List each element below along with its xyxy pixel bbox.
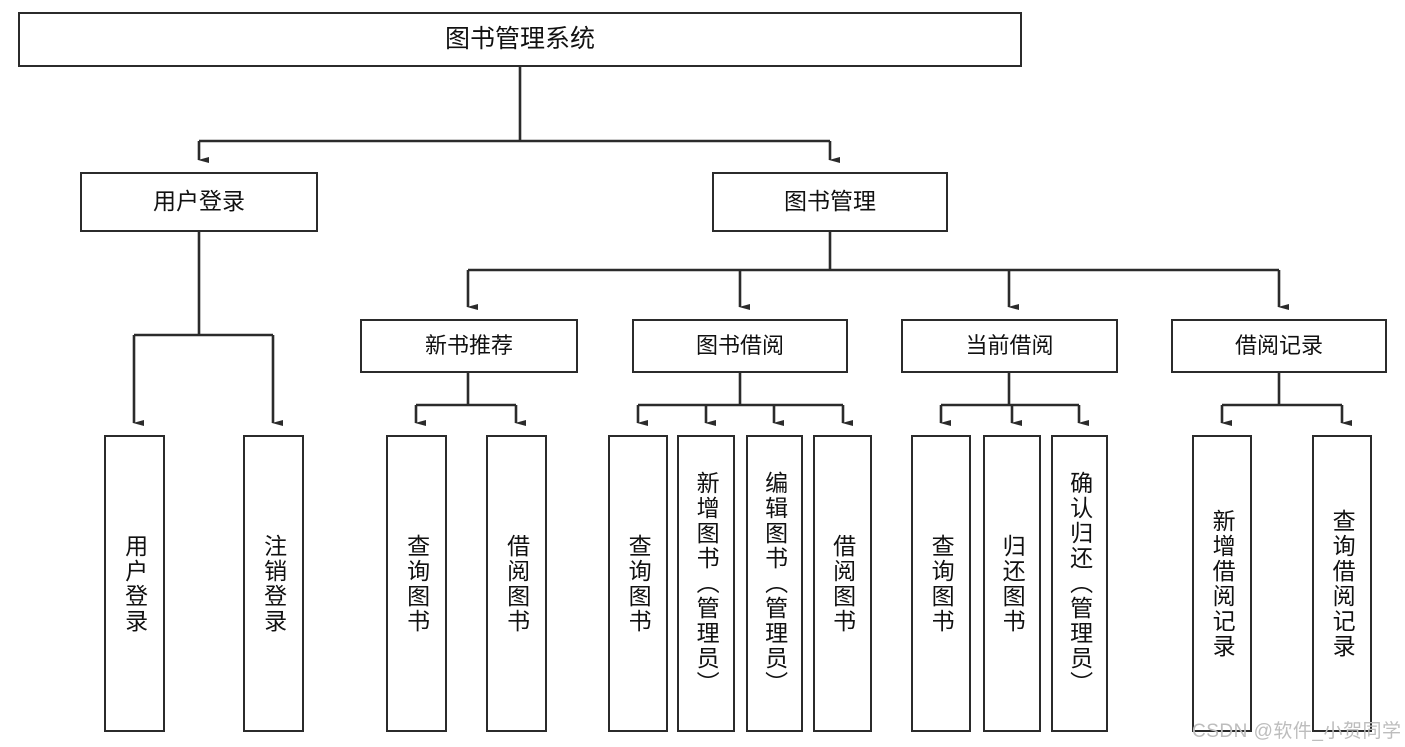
node-new-book-recommend-label: 新书推荐 (424, 333, 513, 359)
node-leaf-add-borrow-record[interactable]: 新增借阅记录 (1192, 435, 1252, 732)
node-leaf-borrow-book-label: 借阅图书 (829, 533, 856, 634)
node-leaf-borrow-book-rec-label: 借阅图书 (503, 533, 530, 634)
node-leaf-borrow-book-rec[interactable]: 借阅图书 (486, 435, 547, 732)
node-leaf-query-book-rec[interactable]: 查询图书 (386, 435, 447, 732)
node-leaf-query-book-borrow[interactable]: 查询图书 (608, 435, 668, 732)
node-book-manage-label: 图书管理 (784, 188, 876, 215)
node-leaf-edit-book-admin-label: 编辑图书（管理员） (761, 471, 788, 696)
node-leaf-confirm-return-admin-label: 确认归还（管理员） (1066, 471, 1093, 696)
node-leaf-add-book-admin-label: 新增图书（管理员） (693, 471, 720, 696)
node-new-book-recommend[interactable]: 新书推荐 (360, 319, 578, 373)
watermark-text: CSDN @软件_小贺同学 (1192, 721, 1402, 742)
node-leaf-user-login-label: 用户登录 (121, 533, 148, 634)
node-book-manage[interactable]: 图书管理 (712, 172, 948, 232)
node-leaf-add-book-admin[interactable]: 新增图书（管理员） (677, 435, 735, 732)
node-leaf-return-book-label: 归还图书 (999, 533, 1026, 634)
node-book-borrow-label: 图书借阅 (695, 333, 784, 359)
node-leaf-return-book[interactable]: 归还图书 (983, 435, 1041, 732)
node-leaf-query-book-current-label: 查询图书 (928, 533, 955, 634)
node-current-borrow[interactable]: 当前借阅 (901, 319, 1118, 373)
node-leaf-query-borrow-record[interactable]: 查询借阅记录 (1312, 435, 1372, 732)
node-leaf-user-logout[interactable]: 注销登录 (243, 435, 304, 732)
node-leaf-query-book-rec-label: 查询图书 (403, 533, 430, 634)
node-leaf-add-borrow-record-label: 新增借阅记录 (1209, 508, 1236, 659)
node-leaf-borrow-book[interactable]: 借阅图书 (813, 435, 872, 732)
node-root-system[interactable]: 图书管理系统 (18, 12, 1022, 67)
node-borrow-record-label: 借阅记录 (1234, 333, 1323, 359)
node-leaf-confirm-return-admin[interactable]: 确认归还（管理员） (1051, 435, 1108, 732)
node-root-label: 图书管理系统 (444, 24, 595, 53)
node-current-borrow-label: 当前借阅 (965, 333, 1054, 359)
node-book-borrow[interactable]: 图书借阅 (632, 319, 848, 373)
node-leaf-edit-book-admin[interactable]: 编辑图书（管理员） (746, 435, 803, 732)
node-leaf-user-login[interactable]: 用户登录 (104, 435, 165, 732)
node-user-login-label: 用户登录 (153, 188, 245, 215)
node-leaf-user-logout-label: 注销登录 (260, 533, 287, 634)
node-leaf-query-book-borrow-label: 查询图书 (625, 533, 652, 634)
node-leaf-query-book-current[interactable]: 查询图书 (911, 435, 971, 732)
node-borrow-record[interactable]: 借阅记录 (1171, 319, 1387, 373)
node-leaf-query-borrow-record-label: 查询借阅记录 (1329, 508, 1356, 659)
node-user-login[interactable]: 用户登录 (80, 172, 318, 232)
